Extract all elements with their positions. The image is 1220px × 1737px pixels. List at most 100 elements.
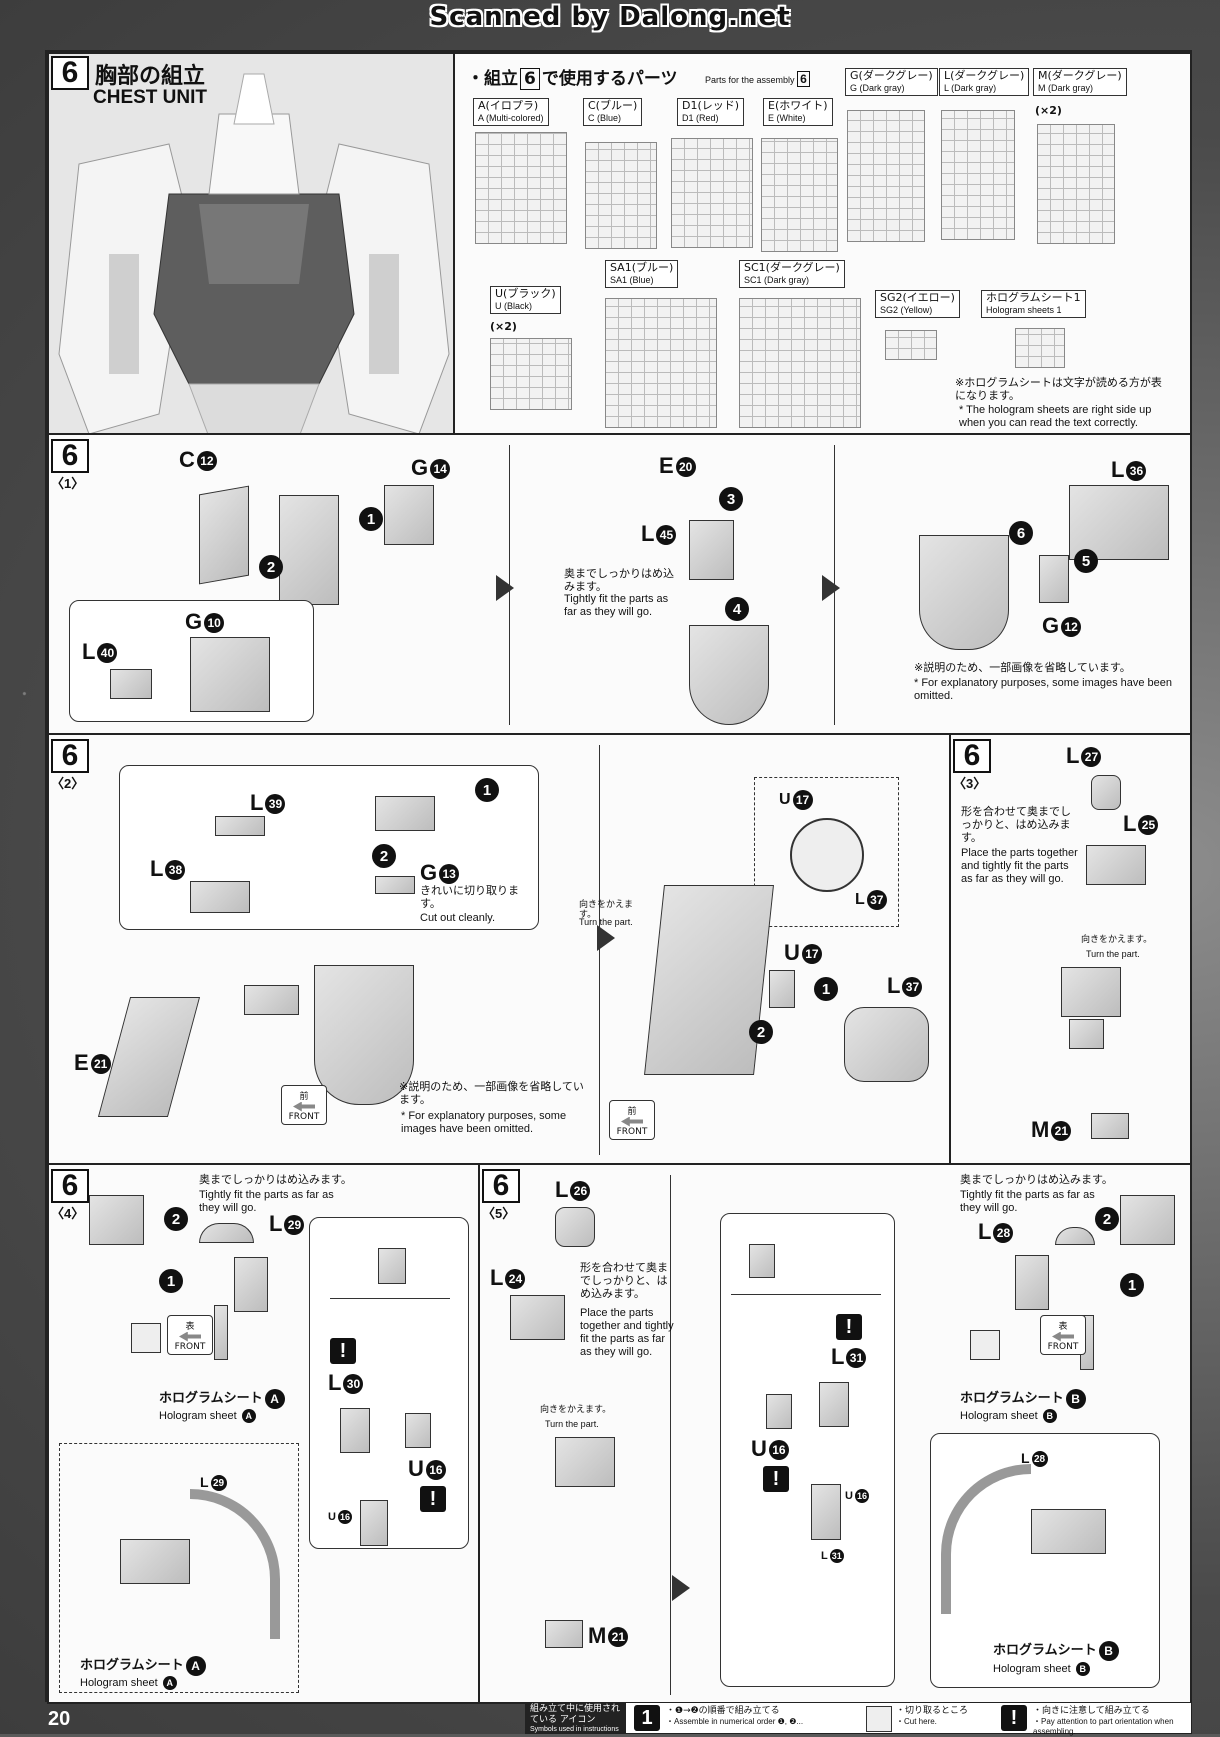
- runner-label-g: G(ダークグレー)G (Dark gray): [845, 68, 938, 96]
- part-small-shape: [244, 985, 299, 1015]
- hologram-b-arc: [941, 1464, 1031, 1614]
- step-number-5: 5: [1074, 549, 1098, 573]
- hologram-sheet-label-en: Hologram sheet B: [993, 1662, 1090, 1676]
- page-number: 20: [48, 1708, 71, 1730]
- step-sub-badge: 〈1〉: [51, 476, 85, 491]
- part-u16-l30-assembly: [360, 1500, 388, 1546]
- legend-item-orientation: ・向きに注意して組み立てる ・Pay attention to part ori…: [1033, 1706, 1174, 1736]
- step-number-2: 2: [259, 555, 283, 579]
- fit-note-jp: 奥までしっかりはめ込みます。: [564, 567, 674, 593]
- part-e21-shape: [97, 997, 201, 1117]
- part-l37-shape: [844, 1007, 929, 1082]
- step-badge: 6: [51, 739, 89, 773]
- runner-sa1-image: [605, 298, 717, 428]
- section-title-jp: 胸部の組立: [95, 64, 206, 89]
- turn-note-jp: 向きをかえます。: [1081, 935, 1153, 945]
- fit-note-jp: 形を合わせて奥までしっかりと、はめ込みます。: [580, 1261, 668, 1300]
- part-assembly-shape: [375, 796, 435, 831]
- hologram-a-strip: [214, 1305, 228, 1360]
- part-assembly-shape: [1061, 967, 1121, 1017]
- step-sub-badge: 〈2〉: [51, 776, 85, 791]
- step-number-1: 1: [359, 507, 383, 531]
- step-sub-badge: 〈3〉: [953, 776, 987, 791]
- next-arrow-icon: [496, 575, 514, 601]
- part-l25-shape: [1086, 845, 1146, 885]
- step-number-2: 2: [749, 1020, 773, 1044]
- cut-note-jp: きれいに切り取ります。: [420, 884, 519, 910]
- runner-d1-image: [671, 138, 753, 248]
- next-arrow-icon: [597, 925, 615, 951]
- runner-u-image: [490, 338, 572, 410]
- section-title-en: CHEST UNIT: [93, 87, 207, 108]
- part-u16-shape: [766, 1394, 792, 1429]
- runner-label-sc1: SC1(ダークグレー)SC1 (Dark gray): [739, 260, 845, 288]
- step-number-2: 2: [372, 844, 396, 868]
- part-frame-shape: [234, 1257, 268, 1312]
- runner-l-image: [941, 110, 1015, 240]
- runner-m-image: [1037, 124, 1115, 244]
- turn-note-jp: 向きをかえます。: [579, 900, 634, 920]
- part-l39-shape: [215, 816, 265, 836]
- step-sub-badge: 〈4〉: [51, 1206, 85, 1221]
- step-number-1: 1: [475, 778, 499, 802]
- part-l38-shape: [190, 881, 250, 913]
- step-number-3: 3: [719, 487, 743, 511]
- part-g10-shape: [190, 637, 270, 712]
- part-g14-shape: [384, 485, 434, 545]
- orientation-warning-icon: !: [763, 1466, 789, 1492]
- turn-note-en: Turn the part.: [545, 1419, 599, 1429]
- cut-icon: [970, 1330, 1000, 1360]
- panel-divider: [670, 1175, 671, 1695]
- step-number-2: 2: [164, 1207, 188, 1231]
- part-u17-shape: [790, 818, 864, 892]
- part-l26-shape: [555, 1207, 595, 1247]
- fit-note-en: Place the parts together and tightly fit…: [580, 1307, 674, 1358]
- runner-label-e: E(ホワイト)E (White): [763, 98, 833, 126]
- turn-note-jp: 向きをかえます。: [540, 1405, 612, 1415]
- part-u16-detail: [378, 1248, 406, 1284]
- part-l24-shape: [510, 1295, 565, 1340]
- step-number-1: 1: [814, 977, 838, 1001]
- part-l36-shape: [1069, 485, 1169, 560]
- part-l28-shape: [1055, 1227, 1095, 1245]
- step-6-4-panel: 6 〈4〉 奥までしっかりはめ込みます。 Tightly fit the par…: [47, 1165, 480, 1704]
- hologram-note-jp: ※ホログラムシートは文字が読める方が表になります。: [955, 376, 1162, 402]
- step-number-6: 6: [1009, 521, 1033, 545]
- omit-note-jp: ※説明のため、一部画像を省略しています。: [914, 661, 1131, 674]
- legend-item-cut: ・切り取るところ ・Cut here.: [896, 1706, 969, 1726]
- fit-note-jp: 形を合わせて奥までしっかりと、はめ込みます。: [961, 805, 1071, 844]
- turn-note-en: Turn the part.: [1086, 949, 1140, 959]
- omit-note-en: * For explanatory purposes, some images …: [914, 677, 1173, 702]
- runner-u-qty: (×2): [490, 320, 517, 333]
- runner-g-image: [847, 110, 925, 242]
- step-badge: 6: [51, 1169, 89, 1203]
- hologram-sheet-label-en: Hologram sheet A: [159, 1409, 256, 1423]
- runner-c-image: [585, 142, 657, 249]
- fit-note-jp: 奥までしっかりはめ込みます。: [199, 1173, 352, 1186]
- fit-note-en: Place the parts together and tightly fit…: [961, 847, 1078, 885]
- step-badge: 6: [953, 739, 991, 773]
- parts-heading-num: 6: [520, 68, 540, 90]
